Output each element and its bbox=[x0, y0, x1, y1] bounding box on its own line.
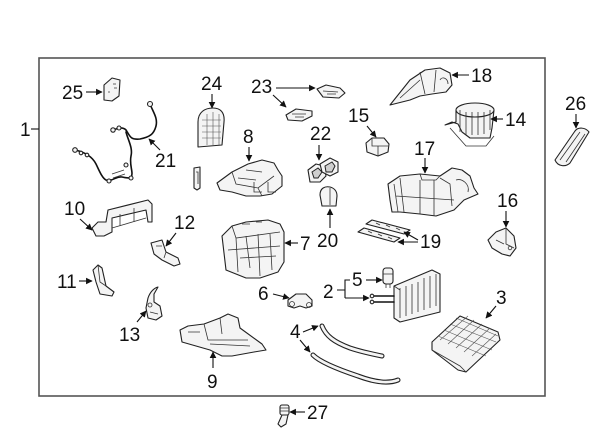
callout-23[interactable]: 23 bbox=[251, 77, 316, 108]
callout-7-label: 7 bbox=[300, 234, 311, 255]
callout-27-label: 27 bbox=[307, 403, 328, 424]
callout-26-label: 26 bbox=[565, 94, 586, 115]
callout-21[interactable]: 21 bbox=[148, 138, 176, 172]
callout-20-label: 20 bbox=[317, 231, 338, 252]
callout-15-label: 15 bbox=[348, 106, 369, 127]
part-21-wiring-harness[interactable] bbox=[72, 100, 158, 184]
callout-8-label: 8 bbox=[243, 127, 254, 148]
part-5-expansion-valve[interactable] bbox=[382, 267, 394, 288]
callout-13[interactable]: 13 bbox=[119, 310, 147, 346]
part-12-bracket[interactable] bbox=[150, 239, 181, 267]
callout-6-label: 6 bbox=[258, 284, 269, 305]
callout-16[interactable]: 16 bbox=[497, 191, 518, 228]
part-25-control-module[interactable] bbox=[103, 77, 121, 102]
callout-26[interactable]: 26 bbox=[565, 94, 586, 129]
part-6-fitting[interactable] bbox=[287, 293, 313, 309]
part-7-heater-case-housing[interactable] bbox=[221, 219, 285, 279]
callout-14[interactable]: 14 bbox=[490, 110, 527, 131]
part-22-grommets[interactable] bbox=[307, 157, 339, 183]
part-11-door-lever[interactable] bbox=[92, 264, 115, 297]
callout-24-label: 24 bbox=[201, 74, 223, 95]
callout-6[interactable]: 6 bbox=[258, 284, 290, 305]
callout-9-label: 9 bbox=[207, 372, 218, 393]
callout-5-label: 5 bbox=[352, 270, 363, 291]
callout-17-label: 17 bbox=[414, 139, 435, 160]
callout-2-bracket bbox=[337, 279, 350, 298]
callout-4[interactable]: 4 bbox=[290, 322, 319, 353]
part-19-seals[interactable] bbox=[357, 219, 411, 243]
part-10-actuator-arm-duct[interactable] bbox=[91, 199, 153, 237]
callout-1-label: 1 bbox=[20, 120, 31, 141]
callout-25[interactable]: 25 bbox=[62, 83, 103, 104]
callout-19[interactable]: 19 bbox=[397, 231, 441, 253]
part-9-lower-case-cover[interactable] bbox=[179, 313, 267, 357]
callout-24[interactable]: 24 bbox=[201, 74, 223, 109]
callout-15[interactable]: 15 bbox=[348, 106, 377, 138]
callout-12[interactable]: 12 bbox=[165, 213, 195, 247]
callout-14-label: 14 bbox=[505, 110, 527, 131]
callout-13-label: 13 bbox=[119, 325, 140, 346]
callout-23-leader-b bbox=[272, 94, 287, 108]
callout-8[interactable]: 8 bbox=[243, 127, 254, 162]
part-14-blower-motor[interactable] bbox=[444, 102, 495, 147]
callout-10-label: 10 bbox=[64, 199, 85, 220]
callout-10[interactable]: 10 bbox=[64, 199, 93, 231]
callout-16-label: 16 bbox=[497, 191, 518, 212]
callout-23-label: 23 bbox=[251, 77, 272, 98]
callout-10-leader bbox=[79, 218, 93, 231]
callout-18-label: 18 bbox=[471, 66, 492, 87]
part-24-vent-door[interactable] bbox=[197, 107, 225, 148]
callout-22-label: 22 bbox=[310, 124, 331, 145]
part-26-outside-filter-seal[interactable] bbox=[554, 127, 590, 167]
callout-27[interactable]: 27 bbox=[289, 403, 328, 424]
part-13-mode-actuator[interactable] bbox=[145, 286, 163, 321]
callout-11-label: 11 bbox=[57, 272, 77, 293]
callout-21-label: 21 bbox=[155, 151, 176, 172]
part-clip[interactable] bbox=[193, 166, 201, 191]
callout-2-label: 2 bbox=[323, 282, 334, 303]
callout-11[interactable]: 11 bbox=[57, 272, 93, 293]
callout-22[interactable]: 22 bbox=[310, 124, 331, 161]
callout-15-leader bbox=[366, 125, 377, 138]
part-15-resistor[interactable] bbox=[365, 137, 390, 157]
callout-6-leader bbox=[272, 293, 290, 300]
callout-21-leader bbox=[148, 138, 161, 151]
callout-2-5[interactable]: 2 5 bbox=[323, 270, 383, 303]
callout-19-label: 19 bbox=[420, 232, 441, 253]
callout-18[interactable]: 18 bbox=[451, 66, 492, 87]
callout-4-leader-b bbox=[299, 339, 311, 353]
callout-1[interactable]: 1 bbox=[20, 120, 39, 141]
callout-4-leader-a bbox=[302, 325, 319, 333]
part-16-mount-bracket[interactable] bbox=[487, 227, 517, 257]
callout-19-leader-a bbox=[403, 231, 419, 241]
callout-9[interactable]: 9 bbox=[207, 351, 218, 393]
callout-3-label: 3 bbox=[496, 288, 507, 309]
part-4-heater-hoses[interactable] bbox=[310, 323, 401, 385]
callout-12-label: 12 bbox=[174, 213, 195, 234]
part-3-cabin-air-filter[interactable] bbox=[431, 315, 501, 373]
part-20-drain-cap[interactable] bbox=[319, 186, 338, 207]
callout-13-leader bbox=[136, 310, 147, 323]
callout-20[interactable]: 20 bbox=[317, 208, 338, 252]
part-2-evaporator[interactable] bbox=[369, 269, 441, 323]
callout-17[interactable]: 17 bbox=[414, 139, 435, 174]
part-23-seal-pads[interactable] bbox=[285, 84, 346, 122]
part-17-blower-case[interactable] bbox=[387, 167, 479, 217]
part-27-drain-elbow[interactable] bbox=[277, 404, 290, 428]
callout-25-label: 25 bbox=[62, 83, 83, 104]
callout-3[interactable]: 3 bbox=[485, 288, 507, 319]
part-8-mode-door-housing[interactable] bbox=[216, 159, 283, 197]
callout-3-leader bbox=[485, 305, 497, 319]
part-18-upper-duct-cover[interactable] bbox=[389, 67, 453, 106]
callout-7[interactable]: 7 bbox=[284, 234, 311, 255]
callout-12-leader bbox=[165, 232, 177, 247]
callout-4-label: 4 bbox=[290, 322, 301, 343]
